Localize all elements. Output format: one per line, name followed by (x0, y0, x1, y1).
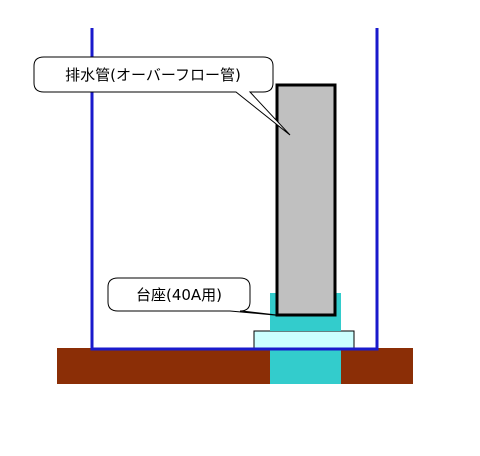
drain-pipe-callout: 排水管(オーバーフロー管) (33, 56, 291, 136)
base-callout: 台座(40A用) (107, 277, 286, 317)
floor-slab (57, 348, 413, 384)
drain-pipe-callout-bubble (33, 56, 291, 136)
base-plate (253, 330, 355, 349)
floor-sleeve (270, 348, 341, 384)
drain-pipe (275, 83, 337, 317)
drain-pipe-label: 排水管(オーバーフロー管) (65, 66, 241, 84)
base-callout-bubble (107, 277, 286, 317)
tank-wall (90, 28, 379, 351)
base-label: 台座(40A用) (136, 286, 222, 304)
